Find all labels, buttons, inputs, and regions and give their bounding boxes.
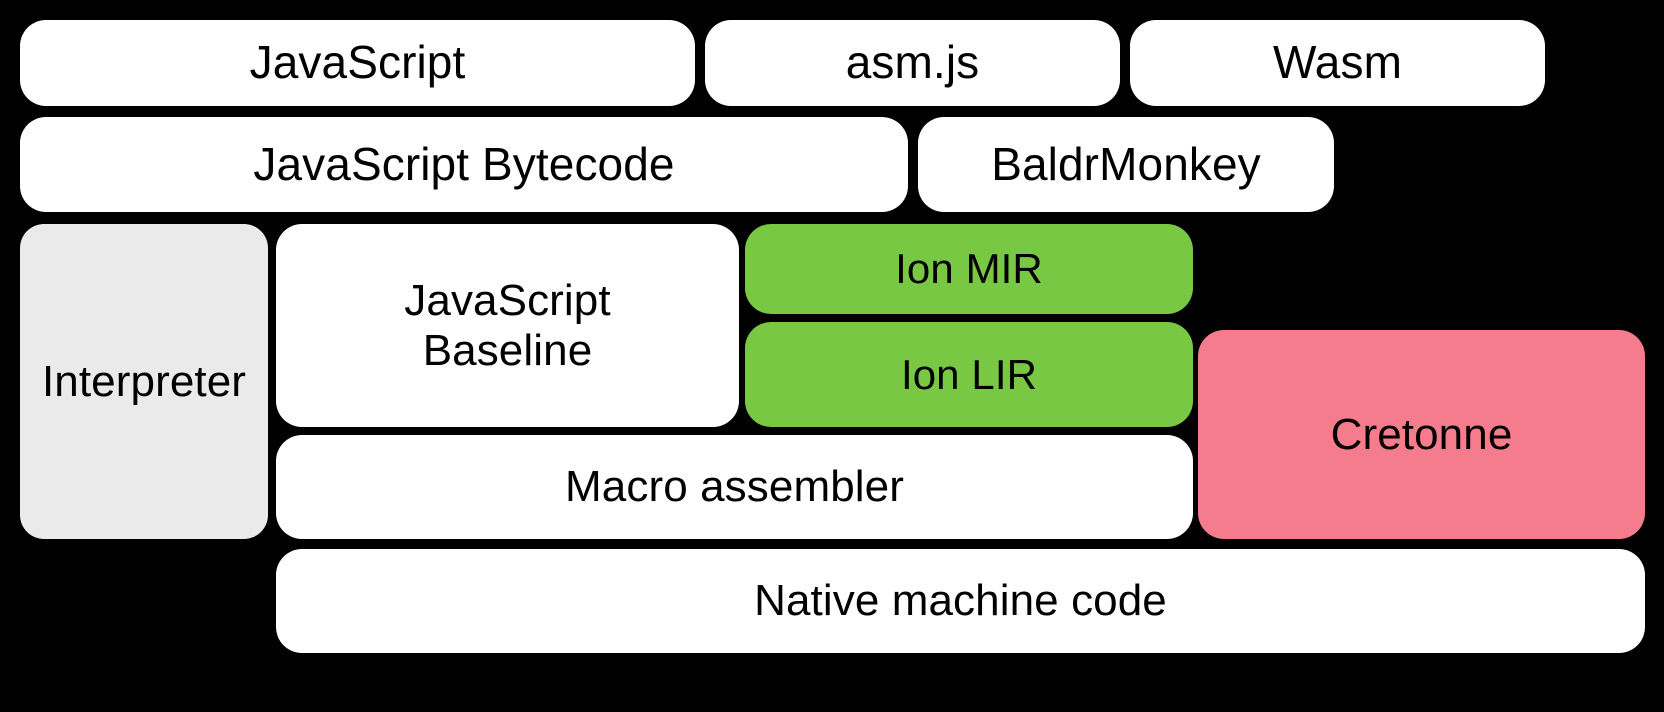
node-native-machine-code: Native machine code (276, 549, 1645, 653)
node-macro-assembler: Macro assembler (276, 435, 1193, 539)
node-wasm: Wasm (1130, 20, 1545, 106)
node-interpreter: Interpreter (20, 224, 268, 539)
node-javascript-baseline: JavaScript Baseline (276, 224, 739, 427)
node-cretonne: Cretonne (1198, 330, 1645, 539)
node-javascript-bytecode: JavaScript Bytecode (20, 117, 908, 212)
node-baldrmonkey: BaldrMonkey (918, 117, 1334, 212)
node-javascript: JavaScript (20, 20, 695, 106)
node-ion-lir: Ion LIR (745, 322, 1193, 427)
node-ion-mir: Ion MIR (745, 224, 1193, 314)
node-asm-js: asm.js (705, 20, 1120, 106)
